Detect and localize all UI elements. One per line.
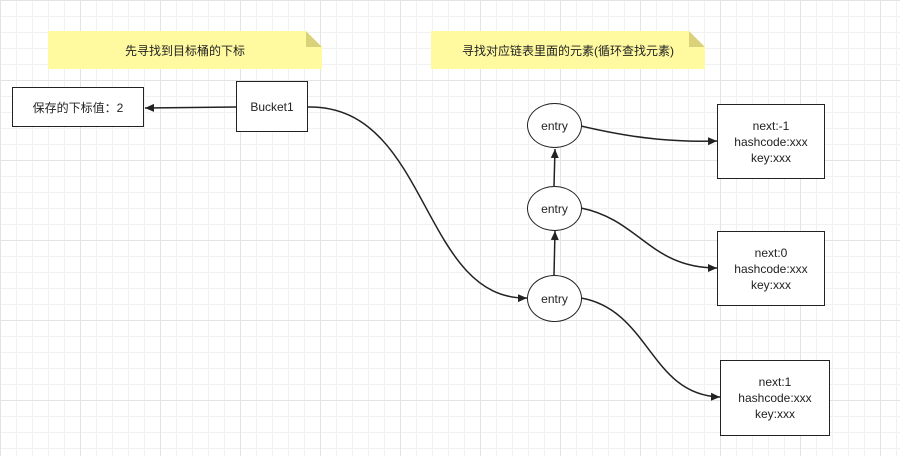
saved-index-box[interactable]: 保存的下标值：2 — [12, 87, 144, 127]
note-find-bucket: 先寻找到目标桶的下标 — [48, 31, 322, 69]
arrow-entry1-to-node1 — [580, 125, 718, 146]
arrow-entry2-to-entry1 — [550, 148, 559, 187]
entry-node-3[interactable]: entry — [527, 275, 582, 322]
arrow-entry2-to-node2 — [580, 207, 718, 272]
saved-index-label: 保存的下标值：2 — [32, 100, 124, 115]
node-info-2[interactable]: next:0 hashcode:xxx key:xxx — [717, 231, 825, 306]
entry-node-1[interactable]: entry — [527, 103, 582, 148]
entry-node-2[interactable]: entry — [527, 186, 582, 231]
node-info-3[interactable]: next:1 hashcode:xxx key:xxx — [720, 360, 830, 436]
entry-label: entry — [541, 201, 568, 216]
arrow-bucket-to-entry3 — [307, 106, 528, 303]
entry-label: entry — [541, 118, 568, 133]
node-key: key:xxx — [750, 150, 791, 165]
bucket-box[interactable]: Bucket1 — [236, 81, 308, 132]
arrow-entry3-to-node3 — [580, 297, 721, 401]
note-find-bucket-text: 先寻找到目标桶的下标 — [124, 43, 245, 58]
note-find-element-text: 寻找对应链表里面的元素(循环查找元素) — [462, 43, 674, 58]
node-info-1[interactable]: next:-1 hashcode:xxx key:xxx — [717, 104, 825, 179]
node-key: key:xxx — [754, 407, 795, 421]
node-hashcode: hashcode:xxx — [734, 134, 808, 149]
bucket-label: Bucket1 — [250, 99, 294, 114]
note-find-element: 寻找对应链表里面的元素(循环查找元素) — [431, 31, 705, 69]
node-next: next:0 — [754, 245, 788, 260]
arrow-entry3-to-entry2 — [550, 230, 559, 276]
arrow-bucket-to-saved-index — [144, 103, 238, 112]
node-key: key:xxx — [750, 277, 791, 292]
node-next: next:-1 — [752, 118, 790, 133]
node-hashcode: hashcode:xxx — [738, 391, 812, 405]
node-hashcode: hashcode:xxx — [734, 261, 808, 276]
entry-label: entry — [541, 291, 568, 306]
node-next: next:1 — [758, 375, 792, 389]
